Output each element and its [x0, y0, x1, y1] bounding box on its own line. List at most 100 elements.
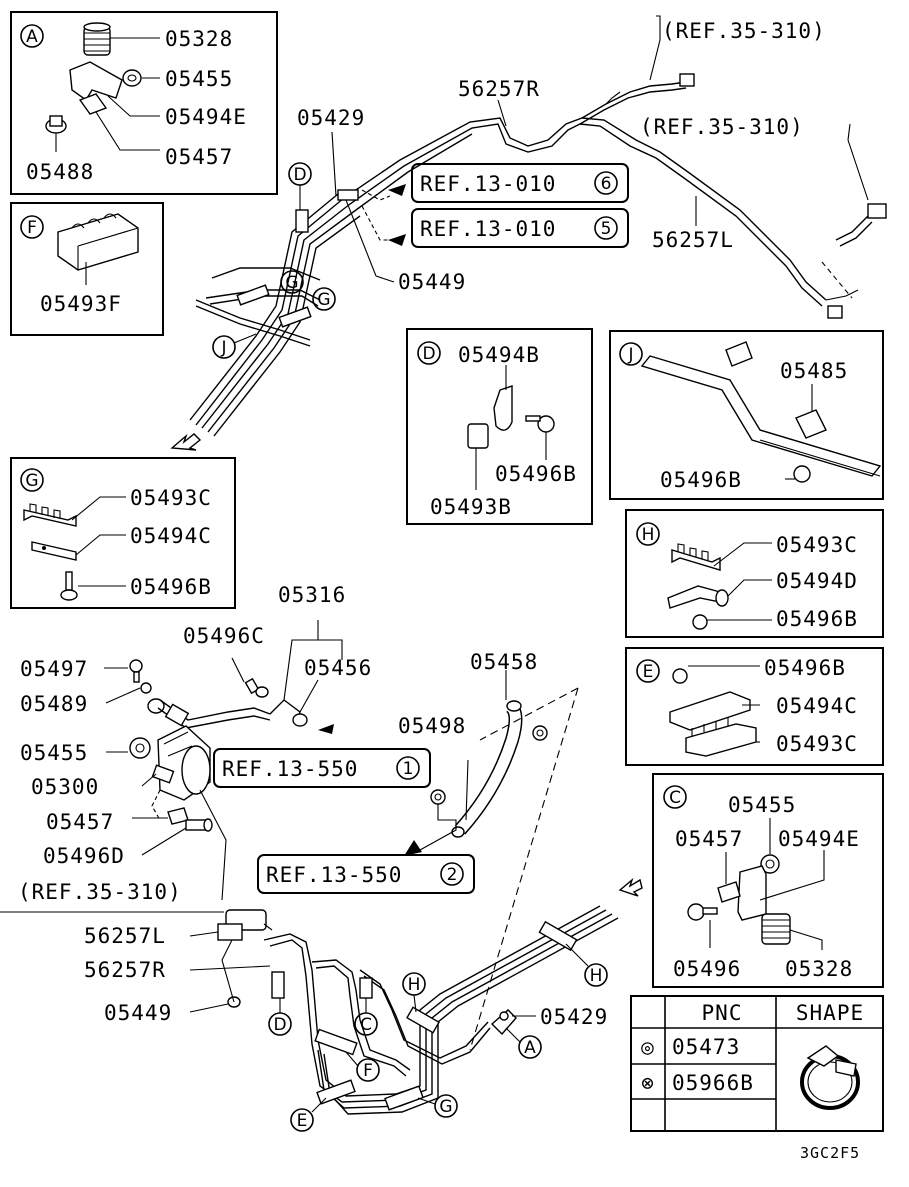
- label-05449-bottom: 05449: [104, 1001, 172, 1025]
- svg-text:G: G: [317, 290, 330, 310]
- ref-13-550-1[interactable]: REF.13-550 1: [213, 748, 431, 788]
- callout-j: J: [212, 333, 257, 359]
- label-05496B-j: 05496B: [660, 468, 742, 492]
- label-05457: 05457: [46, 810, 114, 834]
- svg-text:G: G: [285, 273, 298, 293]
- svg-text:REF.13-010: REF.13-010: [420, 217, 556, 241]
- inset-a: A 05328 05455 05494E 05457 05488: [10, 11, 278, 195]
- label-05429-top: 05429: [297, 106, 365, 130]
- label-05493C-e: 05493C: [776, 732, 858, 756]
- upper-fuel-lines: [170, 39, 887, 451]
- clip-d-icon: [467, 423, 489, 449]
- diagram-code: 3GC2F5: [800, 1144, 860, 1162]
- callout-h-right: H: [565, 943, 608, 987]
- ref-13-010-5[interactable]: REF.13-010 5: [411, 208, 629, 248]
- table-pnc-05473: 05473: [672, 1035, 740, 1059]
- clamp-block-icon: [57, 213, 139, 271]
- ref-arrow-icon: [388, 234, 406, 246]
- label-05457: 05457: [165, 145, 233, 169]
- svg-text:D: D: [293, 165, 306, 185]
- label-05493B: 05493B: [430, 495, 512, 519]
- bracket-j-icon: [640, 355, 882, 477]
- inset-e-letter: E: [643, 662, 654, 682]
- callout-d-bottom: D: [268, 998, 292, 1036]
- label-05455: 05455: [20, 741, 88, 765]
- collar-icon: [78, 93, 108, 115]
- callout-e: E: [290, 1097, 327, 1132]
- label-05494E-c: 05494E: [778, 827, 860, 851]
- inset-e: E 05496B 05494C 05493C: [625, 647, 884, 766]
- svg-text:J: J: [220, 338, 226, 358]
- callout-c: C: [354, 998, 378, 1036]
- label-05496B-d: 05496B: [495, 462, 577, 486]
- ref-13-550-2[interactable]: REF.13-550 2: [257, 854, 475, 894]
- label-05493C-g: 05493C: [130, 486, 212, 510]
- label-05494D: 05494D: [776, 569, 858, 593]
- bolt-e-icon: [672, 668, 688, 684]
- label-05328-c: 05328: [785, 957, 853, 981]
- label-56257L-top: 56257L: [652, 228, 734, 252]
- inset-d-letter: D: [422, 344, 435, 364]
- label-05496C: 05496C: [183, 624, 265, 648]
- inset-g: G 05493C 05494C 05496B: [10, 457, 236, 609]
- label-05455: 05455: [165, 67, 233, 91]
- svg-text:2: 2: [447, 865, 458, 885]
- svg-text:6: 6: [601, 174, 612, 194]
- crossed-circle-symbol: ⊗: [641, 1071, 655, 1095]
- collar-c-icon: [717, 881, 741, 903]
- inset-j-letter: J: [627, 345, 633, 365]
- label-05493F: 05493F: [40, 292, 122, 316]
- label-05449-top: 05449: [398, 270, 466, 294]
- ref-35-310-right: (REF.35-310): [640, 115, 804, 139]
- label-05328: 05328: [165, 27, 233, 51]
- callout-g-1: G: [280, 270, 304, 294]
- svg-text:REF.13-010: REF.13-010: [420, 172, 556, 196]
- bracket-h-icon: [667, 585, 721, 609]
- svg-text:1: 1: [403, 759, 414, 779]
- bolt-c-icon: [687, 903, 718, 921]
- flow-arrow-right-icon: [618, 877, 643, 897]
- svg-text:H: H: [408, 975, 421, 995]
- inset-c: C 05455 05457 05494E 05496 05328: [652, 773, 884, 988]
- label-56257R-bottom: 56257R: [84, 958, 166, 982]
- table-pnc-05966B: 05966B: [672, 1071, 754, 1095]
- callout-a: A: [505, 1027, 542, 1059]
- double-circle-symbol: ◎: [641, 1035, 655, 1059]
- ref-35-310-left: (REF.35-310): [18, 880, 182, 904]
- inset-f-letter: F: [27, 218, 37, 238]
- ref-13-010-6[interactable]: REF.13-010 6: [411, 163, 629, 203]
- label-05458: 05458: [470, 650, 538, 674]
- svg-text:A: A: [524, 1038, 536, 1058]
- bolt-05496C-icon: [244, 677, 269, 698]
- bolt-d-icon: [525, 415, 555, 433]
- label-05493C-h: 05493C: [776, 533, 858, 557]
- callout-f: F: [345, 1051, 380, 1082]
- inset-f: F 05493F: [10, 202, 164, 336]
- svg-text:REF.13-550: REF.13-550: [266, 863, 402, 887]
- label-05485: 05485: [780, 359, 848, 383]
- bolt-05496D-icon: [185, 818, 213, 832]
- lower-fuel-lines: [0, 877, 643, 1115]
- bolt-j-icon: [793, 465, 811, 483]
- label-05496B-g: 05496B: [130, 575, 212, 599]
- label-56257L-bottom: 56257L: [84, 924, 166, 948]
- label-05496-c: 05496: [673, 957, 741, 981]
- label-05489: 05489: [20, 692, 88, 716]
- inset-h: H 05493C 05494D 05496B: [625, 509, 884, 638]
- pnc-shape-table: PNC SHAPE ◎ 05473 ⊗ 05966B: [630, 995, 884, 1132]
- ref-35-310-top: (REF.35-310): [662, 19, 826, 43]
- label-05455-c: 05455: [728, 793, 796, 817]
- label-05488: 05488: [26, 160, 94, 184]
- inset-d: D 05494B 05496B 05493B: [406, 328, 593, 525]
- label-05316: 05316: [278, 583, 346, 607]
- label-05496B-h: 05496B: [776, 607, 858, 631]
- grommet-icon: [122, 69, 142, 87]
- grommet-05455-icon: [129, 737, 151, 759]
- label-05497: 05497: [20, 657, 88, 681]
- bracket-e-icon: [669, 691, 751, 731]
- label-05456: 05456: [304, 656, 372, 680]
- callout-h-left: H: [402, 972, 426, 1013]
- washer-icon: [140, 682, 152, 694]
- label-05494C-e: 05494C: [776, 694, 858, 718]
